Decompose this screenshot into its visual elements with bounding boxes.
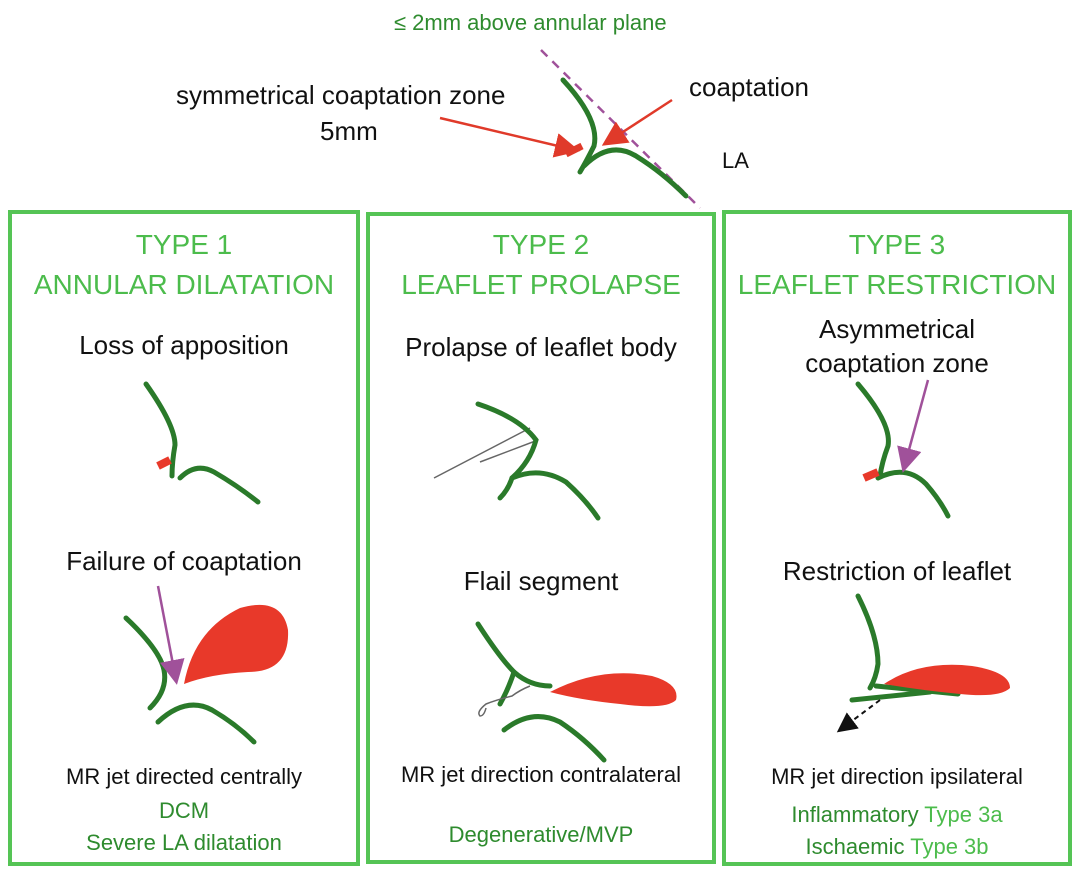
zone-length-label: 5mm — [320, 116, 378, 146]
etiology-subtype: Type 3b — [910, 834, 989, 859]
panel-type-label: TYPE 3 — [848, 229, 946, 260]
panel-etiology-2: Severe LA dilatation — [86, 830, 282, 855]
type1-coaptation-failure-diagram — [123, 585, 289, 745]
etiology-label: Inflammatory — [791, 802, 919, 827]
etiology-subtype: Type 3a — [924, 802, 1003, 827]
etiology-label: Ischaemic — [805, 834, 905, 859]
panel-jet-text: MR jet directed centrally — [66, 764, 302, 789]
panel-etiology-row-2: Ischaemic Type 3b — [726, 834, 1068, 860]
type1-apposition-diagram — [143, 381, 261, 505]
panel-type-name: ANNULAR DILATATION — [33, 269, 335, 300]
panel-subtitle-1: Asymmetrical — [818, 314, 975, 344]
panel-etiology-row-1: Inflammatory Type 3a — [726, 802, 1068, 828]
panel-second-caption: Flail segment — [463, 566, 619, 596]
coaptation-label: coaptation — [689, 72, 809, 102]
la-label: LA — [722, 148, 749, 173]
panel-type-label: TYPE 2 — [492, 229, 590, 260]
type2-prolapse-diagram — [433, 401, 601, 521]
mr-jet — [550, 673, 677, 707]
type3-restriction-diagram — [836, 593, 1010, 733]
panel-subtitle: Prolapse of leaflet body — [405, 332, 677, 362]
panel-jet-text: MR jet direction ipsilateral — [771, 764, 1023, 789]
posterior-leaflet — [581, 147, 689, 199]
coaptation-arrow — [601, 98, 673, 146]
type2-flail-diagram — [475, 621, 677, 763]
panel-subtitle: Loss of apposition — [79, 330, 289, 360]
panel-type-name: LEAFLET PROLAPSE — [401, 269, 681, 300]
panel-second-caption: Restriction of leaflet — [782, 556, 1012, 586]
panel-type-name: LEAFLET RESTRICTION — [737, 269, 1057, 300]
top-valve-diagram — [439, 49, 701, 209]
panel-subtitle-2: coaptation zone — [805, 348, 989, 378]
annular-plane-text: ≤ 2mm above annular plane — [394, 10, 667, 35]
panel-second-caption: Failure of coaptation — [66, 546, 302, 576]
mr-jet — [184, 604, 289, 684]
annular-plane-label: ≤ 2mm above annular plane — [394, 10, 667, 36]
panel-type-3: TYPE 3 LEAFLET RESTRICTION Asymmetrical … — [722, 210, 1072, 866]
type3-asymmetric-diagram — [855, 379, 951, 519]
panel-type-1: TYPE 1 ANNULAR DILATATION Loss of apposi… — [8, 210, 360, 866]
panel-type-2: TYPE 2 LEAFLET PROLAPSE Prolapse of leaf… — [366, 212, 716, 864]
panel-etiology-1: Degenerative/MVP — [448, 822, 634, 847]
panel-type-label: TYPE 1 — [135, 229, 233, 260]
panel-etiology-1: DCM — [158, 798, 210, 823]
zone-arrow — [439, 116, 580, 158]
mr-jet — [884, 664, 1010, 696]
panel-jet-text: MR jet direction contralateral — [400, 762, 681, 787]
symmetrical-zone-label: symmetrical coaptation zone — [176, 80, 506, 110]
